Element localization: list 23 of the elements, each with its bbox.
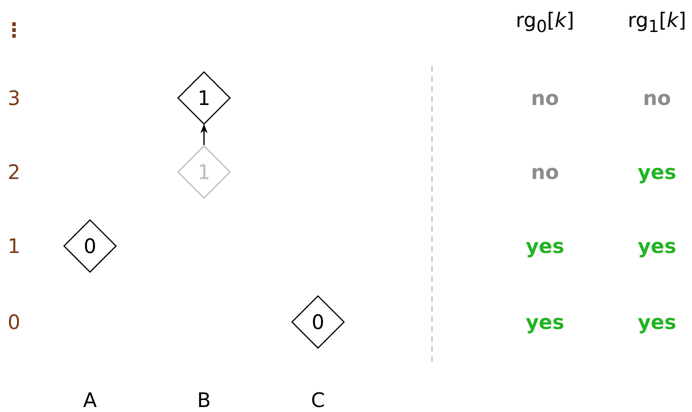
column-header: rg$_{0}$[k]	[516, 8, 574, 36]
status-text: yes	[526, 310, 564, 334]
status-text: yes	[526, 234, 564, 258]
status-text: no	[643, 86, 671, 110]
row-number: 1	[8, 234, 20, 258]
status-text: yes	[638, 310, 676, 334]
status-text: no	[531, 86, 559, 110]
column-label: B	[197, 388, 211, 412]
status-text: yes	[638, 234, 676, 258]
diamond-node: 1	[177, 71, 231, 125]
column-header: rg$_{1}$[k]	[628, 8, 686, 36]
arrow	[200, 124, 208, 145]
vertical-ellipsis: ⋮	[4, 18, 24, 42]
diamond-node: 0	[63, 219, 117, 273]
row-number: 2	[8, 160, 20, 184]
column-label: A	[83, 388, 97, 412]
status-text: yes	[638, 160, 676, 184]
row-number: 3	[8, 86, 20, 110]
diamond-node: 0	[291, 295, 345, 349]
row-number: 0	[8, 310, 20, 334]
column-label: C	[311, 388, 325, 412]
diamond-node: 1	[177, 145, 231, 199]
status-text: no	[531, 160, 559, 184]
